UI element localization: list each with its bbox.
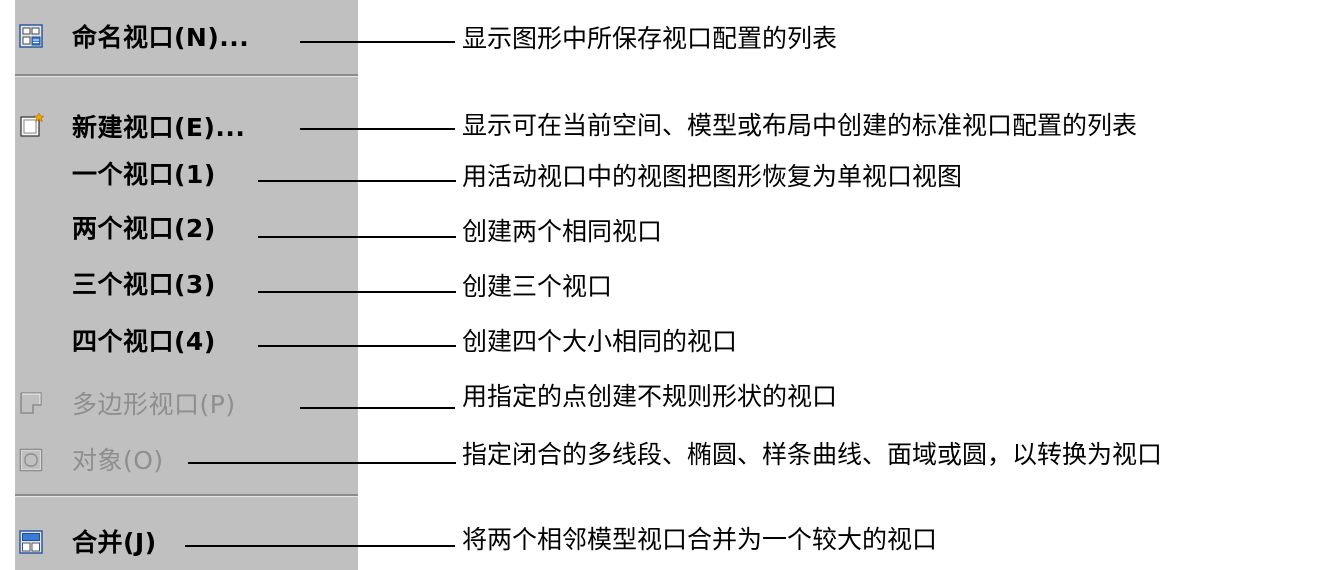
menu-item-label: 一个视口(1)	[72, 160, 216, 189]
item-description: 用指定的点创建不规则形状的视口	[462, 382, 838, 411]
item-description: 创建两个相同视口	[462, 217, 663, 246]
menu-separator	[15, 494, 358, 497]
menu-item-label: 合并(J)	[72, 528, 157, 557]
leader-line	[258, 180, 456, 182]
item-description: 创建三个视口	[462, 272, 613, 301]
item-description: 显示图形中所保存视口配置的列表	[462, 24, 838, 53]
item-description: 显示可在当前空间、模型或布局中创建的标准视口配置的列表	[462, 111, 1138, 140]
item-description: 将两个相邻模型视口合并为一个较大的视口	[462, 525, 938, 554]
new-viewports-icon	[20, 113, 44, 137]
named-viewports-icon	[19, 24, 43, 48]
viewports-menu	[15, 0, 358, 570]
leader-line	[300, 41, 455, 43]
leader-line	[185, 545, 455, 547]
menu-item-label: 多边形视口(P)	[72, 390, 236, 419]
menu-item-label: 命名视口(N)...	[72, 23, 250, 52]
leader-line	[258, 345, 456, 347]
leader-line	[258, 291, 456, 293]
polygonal-viewport-icon	[20, 392, 42, 414]
item-description: 用活动视口中的视图把图形恢复为单视口视图	[462, 162, 963, 191]
menu-item-label: 三个视口(3)	[72, 270, 216, 299]
menu-separator	[15, 74, 358, 77]
menu-item-label: 新建视口(E)...	[72, 113, 246, 142]
leader-line	[300, 128, 455, 130]
leader-line	[188, 462, 456, 464]
item-description: 指定闭合的多线段、椭圆、样条曲线、面域或圆，以转换为视口	[462, 440, 1163, 469]
menu-item-label: 对象(O)	[72, 446, 164, 475]
object-viewport-icon	[19, 448, 43, 472]
item-description: 创建四个大小相同的视口	[462, 327, 738, 356]
leader-line	[258, 236, 456, 238]
join-viewports-icon	[19, 530, 43, 554]
menu-item-label: 两个视口(2)	[72, 214, 216, 243]
menu-item-label: 四个视口(4)	[72, 327, 216, 356]
leader-line	[300, 407, 455, 409]
